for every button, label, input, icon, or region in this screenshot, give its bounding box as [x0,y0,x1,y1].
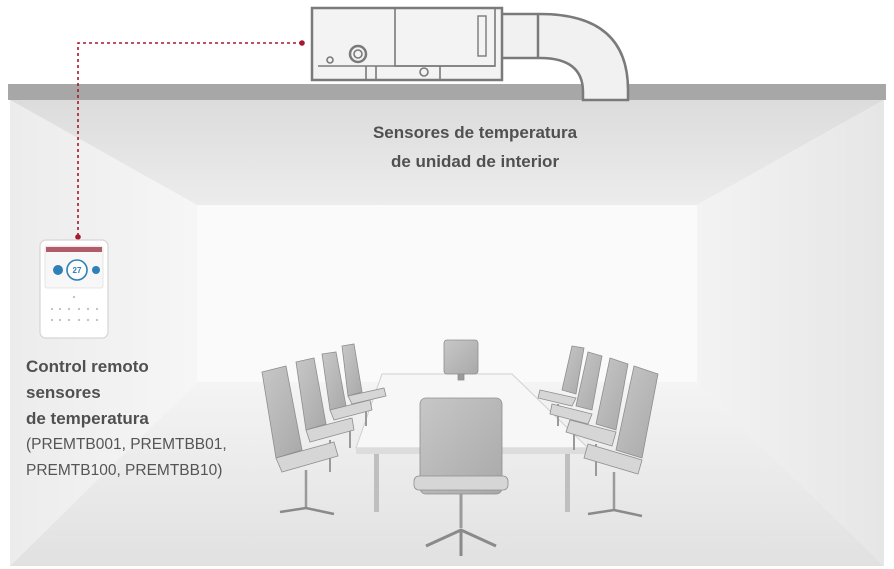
indoor-label-line-2: de unidad de interior [390,152,560,171]
chair [549,351,603,450]
chair [583,365,659,518]
indoor-label-line-1: Sensores de temperatura [372,123,578,142]
connector-end-dot [299,40,305,46]
chair [443,339,479,381]
indoor-unit [310,6,504,82]
remote-buttons [50,295,99,322]
chairs [261,339,659,556]
air-duct [498,12,630,102]
ceiling-plane [10,100,884,205]
remote-temperature: 27 [73,266,82,275]
chair [413,397,509,556]
remote-label-line-1: Control remoto [26,357,149,376]
ceiling-slab [8,84,886,100]
sensor-connector [75,40,305,240]
right-wall [697,100,884,566]
chair [565,357,629,476]
remote-models-line-1: (PREMTB001, PREMTBB01, [26,436,227,453]
chair [321,351,373,448]
remote-controller: 27 [39,239,109,339]
remote-label-line-2: sensores [26,383,101,402]
chair [261,365,339,516]
remote-models-line-2: PREMTB100, PREMTBB10) [26,462,223,479]
temperature-dial [66,259,88,281]
remote-sensor-label: Control remoto sensores de temperatura (… [26,354,286,484]
connector-end-dot [75,234,81,240]
indoor-unit-sensor-label: Sensores de temperatura de unidad de int… [285,118,665,176]
room [10,100,884,566]
remote-label-line-3: de temperatura [26,409,149,428]
